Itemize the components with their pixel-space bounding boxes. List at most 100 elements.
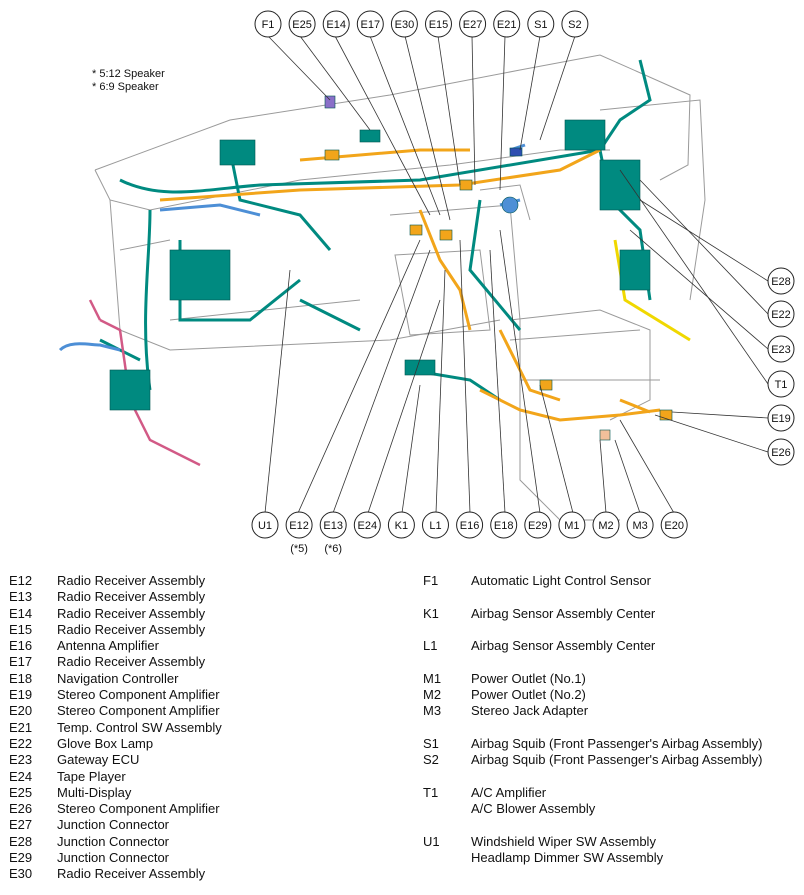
- legend-code: T1: [423, 784, 439, 800]
- legend-desc: Stereo Component Amplifier: [57, 703, 220, 719]
- legend-code: S1: [423, 735, 439, 751]
- callout-label: E28: [771, 276, 791, 288]
- callout-m3: M3: [626, 511, 654, 539]
- callout-e19: E19: [767, 404, 795, 432]
- legend-code: M3: [423, 703, 442, 719]
- legend-code: U1: [423, 833, 440, 849]
- legend-desc: Airbag Sensor Assembly Center: [471, 638, 656, 654]
- callout-circle: [490, 511, 518, 539]
- callout-label: E15: [429, 19, 449, 31]
- legend-row: [423, 589, 763, 605]
- callout-circle: [353, 511, 381, 539]
- legend-code: [423, 850, 471, 866]
- note-line: * 5:12 Speaker: [92, 68, 165, 80]
- legend-desc: Airbag Squib (Front Passenger's Airbag A…: [471, 735, 763, 751]
- legend-desc: Headlamp Dimmer SW Assembly: [471, 850, 664, 866]
- legend-code: E13: [9, 589, 33, 605]
- callout-circle: [561, 10, 589, 38]
- callout-label: K1: [395, 520, 408, 532]
- callout-e15: E15: [425, 10, 452, 38]
- legend-desc: Navigation Controller: [57, 670, 179, 686]
- legend-code: E14: [9, 605, 33, 621]
- callout-f1: F1: [254, 10, 282, 38]
- callout-circle: [767, 438, 795, 466]
- legend-desc: A/C Amplifier: [471, 784, 547, 800]
- callout-label: E19: [771, 413, 791, 425]
- callout-label: E12: [289, 520, 309, 532]
- legend-desc: Gateway ECU: [57, 752, 140, 768]
- callout-circle: [527, 10, 555, 38]
- callout-e14: E14: [322, 10, 350, 38]
- legend-desc: Radio Receiver Assembly: [57, 621, 206, 637]
- callout-circle: [767, 370, 795, 398]
- callout-circle: [456, 511, 484, 539]
- harness-teal: [99, 59, 652, 402]
- legend-code: E27: [9, 817, 33, 833]
- legend-row: [423, 654, 763, 670]
- callout-label: M3: [632, 520, 647, 532]
- callout-label: E21: [497, 19, 517, 31]
- legend-desc: Radio Receiver Assembly: [57, 605, 206, 621]
- legend-desc: Airbag Squib (Front Passenger's Airbag A…: [471, 752, 763, 768]
- callout-circle: [254, 10, 282, 38]
- callout-e13: E13(*6): [319, 511, 347, 555]
- callout-circle: [322, 10, 350, 38]
- legend-desc: A/C Blower Assembly: [471, 801, 596, 817]
- callout-m1: M1: [558, 511, 586, 539]
- legend-desc: Radio Receiver Assembly: [57, 654, 206, 670]
- legend-code: E12: [9, 573, 33, 588]
- legend-code: E29: [9, 850, 33, 866]
- callout-e20: E20: [660, 511, 688, 539]
- callout-label: E27: [463, 19, 483, 31]
- callout-circle: [493, 10, 521, 38]
- callout-circle: [592, 511, 620, 539]
- callout-label: E29: [528, 520, 548, 532]
- leader-lines: [264, 35, 769, 514]
- legend-row: [423, 817, 763, 833]
- legend-code: E30: [9, 866, 33, 882]
- callout-note: (*6): [324, 543, 342, 555]
- callout-circle: [285, 511, 313, 539]
- legend-code: E22: [9, 735, 33, 751]
- legend-row: A/C Blower Assembly: [423, 801, 763, 817]
- legend-desc: Radio Receiver Assembly: [57, 866, 206, 882]
- callout-label: E25: [292, 19, 312, 31]
- callout-e18: E18: [490, 511, 518, 539]
- callout-label: E30: [395, 19, 415, 31]
- callout-circle: [767, 300, 795, 328]
- callout-label: E24: [358, 520, 378, 532]
- legend-row: [423, 720, 763, 736]
- callout-l1: L1: [422, 511, 449, 539]
- legend-desc: Tape Player: [57, 768, 126, 784]
- legend-code: E19: [9, 687, 33, 703]
- legend-row: E27 Junction Connector: [9, 817, 222, 833]
- legend-desc: Stereo Component Amplifier: [57, 687, 220, 703]
- legend-desc: Junction Connector: [57, 817, 170, 833]
- callout-label: E18: [494, 520, 514, 532]
- callout-label: E20: [664, 520, 684, 532]
- legend-desc: Airbag Sensor Assembly Center: [471, 605, 656, 621]
- legend-code: E24: [9, 768, 33, 784]
- callout-label: E26: [771, 447, 791, 459]
- legend-row: S1 Airbag Squib (Front Passenger's Airbag…: [423, 736, 763, 752]
- callout-label: M2: [598, 520, 613, 532]
- callout-circle: [626, 511, 654, 539]
- legend-code: E25: [9, 784, 33, 800]
- legend-row: E24 Tape Player: [9, 769, 222, 785]
- callout-label: S2: [568, 19, 581, 31]
- callout-circle: [288, 10, 316, 38]
